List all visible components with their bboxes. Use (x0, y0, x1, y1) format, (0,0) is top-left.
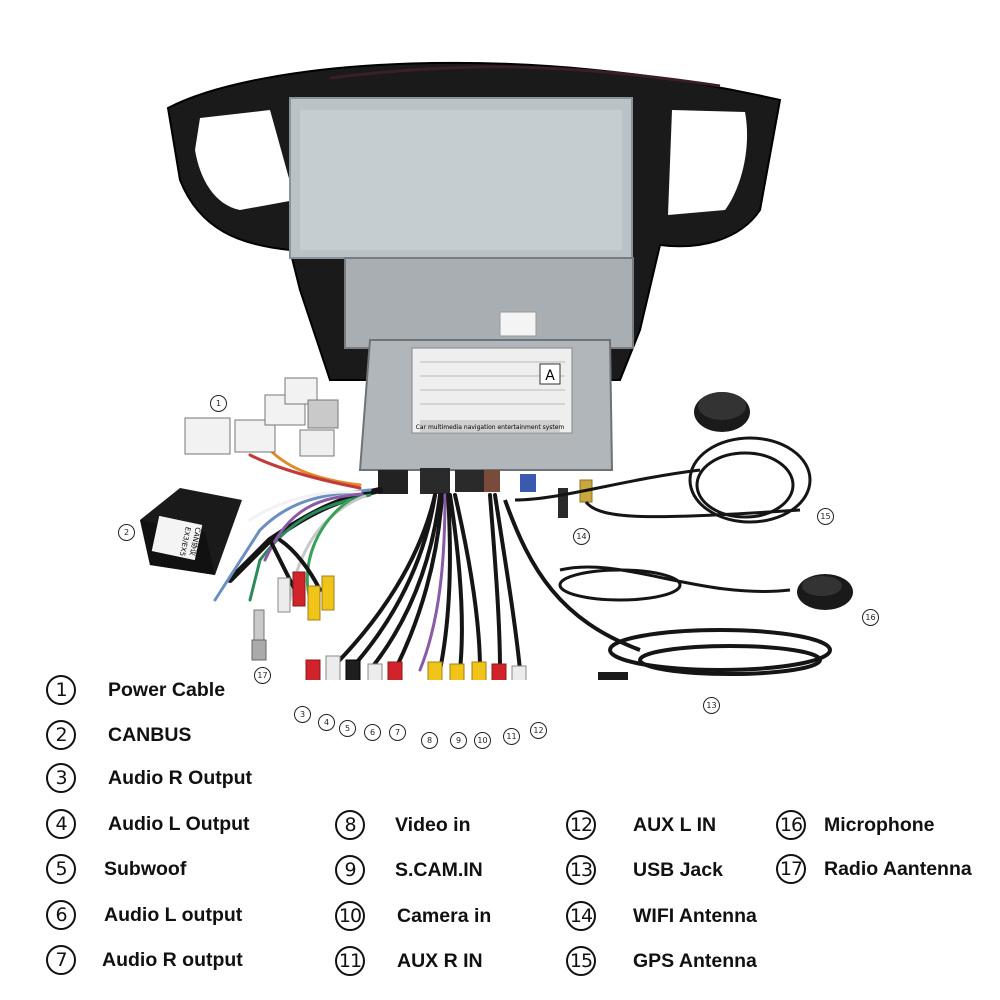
callout-8: 8 (421, 732, 438, 749)
callout-14: 14 (573, 528, 590, 545)
rca-plugs (305, 655, 527, 680)
legend-number: 9 (335, 855, 365, 885)
legend-label: CANBUS (108, 723, 192, 746)
legend-item: 16 Microphone (776, 808, 935, 842)
legend-item: 7 Audio R output (46, 943, 243, 977)
legend-item: 13 USB Jack (566, 853, 723, 887)
callout-13: 13 (703, 697, 720, 714)
product-photo: A Car multimedia navigation entertainmen… (140, 61, 853, 680)
legend-label: WIFI Antenna (633, 904, 757, 927)
legend-label: AUX R IN (397, 949, 483, 972)
callout-3: 3 (294, 706, 311, 723)
callout-7: 7 (389, 724, 406, 741)
legend-number: 4 (46, 809, 76, 839)
legend-label: Audio L Output (108, 812, 250, 835)
legend-item: 10 Camera in (335, 899, 491, 933)
callout-1: 1 (210, 395, 227, 412)
canbus-box: EX3/EX5 CAN协议 (140, 488, 242, 575)
usb-jack (503, 499, 832, 680)
callout-9: 9 (450, 732, 467, 749)
legend-item: 4 Audio L Output (46, 807, 250, 841)
legend-number: 17 (776, 854, 806, 884)
legend-number: 5 (46, 854, 76, 884)
legend-item: 1 Power Cable (46, 673, 225, 707)
legend-number: 7 (46, 945, 76, 975)
legend-label: USB Jack (633, 858, 723, 881)
legend-number: 15 (566, 946, 596, 976)
legend-item: 6 Audio L output (46, 898, 242, 932)
legend-item: 9 S.CAM.IN (335, 853, 483, 887)
callout-10: 10 (474, 732, 491, 749)
legend-number: 11 (335, 946, 365, 976)
callout-11: 11 (503, 728, 520, 745)
legend-item: 17 Radio Aantenna (776, 852, 972, 886)
legend-label: Audio R output (102, 948, 243, 971)
harness-rca-plugs (277, 571, 335, 621)
legend-item: 5 Subwoof (46, 852, 186, 886)
legend-number: 10 (335, 901, 365, 931)
callout-4: 4 (318, 714, 335, 731)
legend-label: Microphone (824, 813, 935, 836)
legend-item: 8 Video in (335, 808, 471, 842)
legend-item: 2 CANBUS (46, 718, 191, 752)
legend-item: 14 WIFI Antenna (566, 899, 757, 933)
legend-label: S.CAM.IN (395, 858, 483, 881)
unit-corner-letter: A (545, 368, 555, 384)
legend-label: GPS Antenna (633, 949, 757, 972)
callout-12: 12 (530, 722, 547, 739)
legend-label: Subwoof (104, 857, 187, 880)
head-unit-chassis: A Car multimedia navigation entertainmen… (344, 257, 634, 494)
legend-number: 8 (335, 810, 365, 840)
legend-label: Camera in (397, 904, 492, 927)
screen-back-panel (289, 97, 633, 259)
wifi-antenna (558, 479, 801, 519)
power-connectors (184, 377, 339, 457)
legend-label: Audio L output (104, 903, 243, 926)
callout-2: 2 (118, 524, 135, 541)
legend-item: 11 AUX R IN (335, 944, 483, 978)
legend-number: 16 (776, 810, 806, 840)
legend-label: Power Cable (108, 678, 226, 701)
callout-15: 15 (817, 508, 834, 525)
rca-cable-bundle (268, 493, 522, 672)
legend-item: 12 AUX L IN (566, 808, 716, 842)
callout-16: 16 (862, 609, 879, 626)
callout-5: 5 (339, 720, 356, 737)
legend-number: 14 (566, 901, 596, 931)
legend-label: Video in (395, 813, 471, 836)
gps-antenna (514, 392, 812, 524)
legend-label: Radio Aantenna (824, 857, 972, 880)
legend-item: 3 Audio R Output (46, 761, 252, 795)
unit-label-title: Car multimedia navigation entertainment … (416, 424, 565, 431)
legend-label: AUX L IN (633, 813, 717, 836)
legend-label: Audio R Output (108, 766, 253, 789)
legend-item: 15 GPS Antenna (566, 944, 757, 978)
legend-number: 3 (46, 763, 76, 793)
legend-number: 13 (566, 855, 596, 885)
legend-number: 2 (46, 720, 76, 750)
radio-antenna-adapter (251, 609, 267, 661)
callout-6: 6 (364, 724, 381, 741)
legend-number: 12 (566, 810, 596, 840)
legend-number: 6 (46, 900, 76, 930)
callout-17: 17 (254, 667, 271, 684)
microphone (558, 565, 853, 610)
legend-number: 1 (46, 675, 76, 705)
